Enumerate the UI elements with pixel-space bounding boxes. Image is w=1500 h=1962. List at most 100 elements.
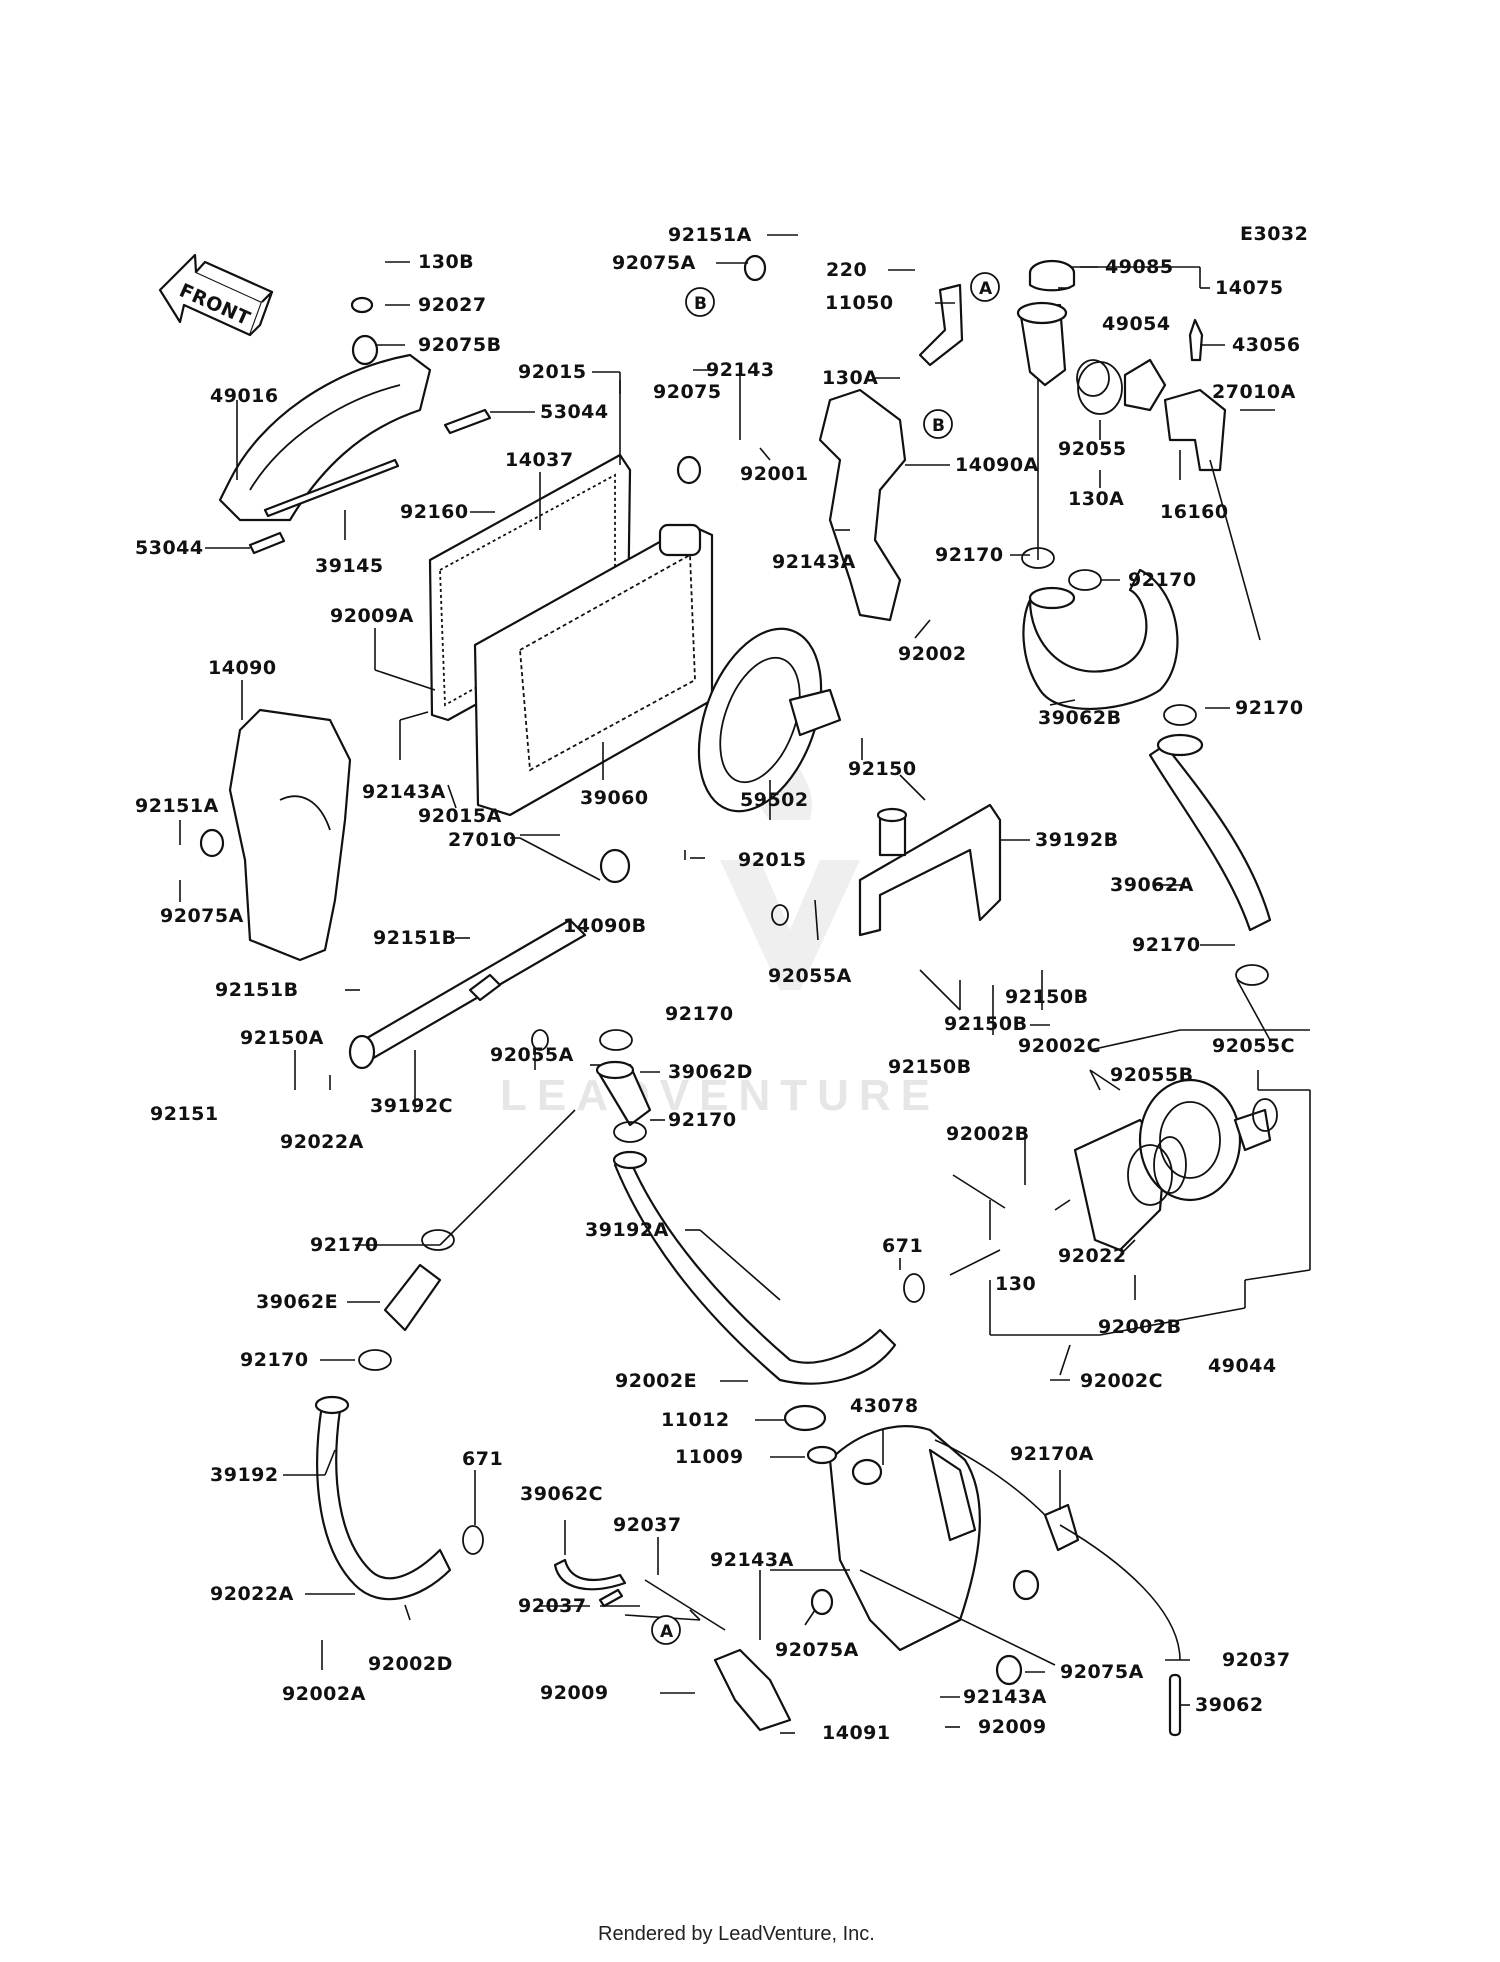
callout-label: 39062	[1195, 1694, 1264, 1716]
callout-label: 92055	[1058, 438, 1127, 460]
callout-label: 92170	[310, 1234, 379, 1256]
callout-label: 39060	[580, 787, 649, 809]
callout-label: 92151B	[373, 927, 457, 949]
callout-label: 92150A	[240, 1027, 324, 1049]
callout-label: 39062C	[520, 1483, 603, 1505]
footer-credit: Rendered by LeadVenture, Inc.	[598, 1923, 875, 1945]
callout-label: 220	[826, 259, 867, 281]
callout-label: 130B	[418, 251, 474, 273]
callout-label: 130A	[1068, 488, 1124, 510]
callout-label: 27010A	[1212, 381, 1296, 403]
callout-label: 671	[462, 1448, 503, 1470]
callout-label: 14037	[505, 449, 574, 471]
callout-label: 92075	[653, 381, 722, 403]
callout-label: 92143A	[362, 781, 446, 803]
callout-label: 49044	[1208, 1355, 1277, 1377]
callout-label: 49085	[1105, 256, 1174, 278]
leader-lines	[179, 234, 1311, 1734]
front-arrow: FRONT	[158, 253, 274, 337]
callout-label: 92002C	[1080, 1370, 1163, 1392]
callout-label: 39062E	[256, 1291, 338, 1313]
callout-label: 92075A	[160, 905, 244, 927]
callout-label: 11009	[675, 1446, 744, 1468]
callout-label: 39145	[315, 555, 384, 577]
svg-text:B: B	[932, 416, 945, 436]
callout-label: 92022A	[210, 1583, 294, 1605]
callout-label: 92170	[665, 1003, 734, 1025]
callout-label: 92143	[706, 359, 775, 381]
diagram-id: E3032	[1240, 223, 1308, 245]
callout-label: 11050	[825, 292, 894, 314]
callout-label: 53044	[540, 401, 609, 423]
callout-label: 39062B	[1038, 707, 1122, 729]
callout-label: 92170	[1132, 934, 1201, 956]
callout-label: 92151	[150, 1103, 219, 1125]
callout-label: 92055B	[1110, 1064, 1194, 1086]
callout-label: 92015	[518, 361, 587, 383]
callout-label: 92075A	[1060, 1661, 1144, 1683]
callout-label: 92001	[740, 463, 809, 485]
callout-label: 92055A	[490, 1044, 574, 1066]
callout-label: 92075B	[418, 334, 502, 356]
callout-label: 130A	[822, 367, 878, 389]
callout-label: 39192A	[585, 1219, 669, 1241]
callout-label: 92150	[848, 758, 917, 780]
callout-label: 92143A	[963, 1686, 1047, 1708]
callout-label: 92143A	[710, 1549, 794, 1571]
callout-label: 92002C	[1018, 1035, 1101, 1057]
callout-label: 92009	[540, 1682, 609, 1704]
callout-label: 14090	[208, 657, 277, 679]
watermark-text: LEADVENTURE	[500, 1071, 940, 1120]
callout-label: 92055C	[1212, 1035, 1295, 1057]
callout-label: 92151A	[668, 224, 752, 246]
callout-label: 92022	[1058, 1245, 1127, 1267]
callout-label: 27010	[448, 829, 517, 851]
callout-label: 92170A	[1010, 1443, 1094, 1465]
callout-label: 92022A	[280, 1131, 364, 1153]
svg-text:A: A	[979, 279, 993, 299]
callout-label: 92015A	[418, 805, 502, 827]
callout-label: 92170	[1235, 697, 1304, 719]
callout-label: 92150B	[888, 1056, 972, 1078]
callout-label: 92150B	[1005, 986, 1089, 1008]
ref-marker-b	[685, 287, 715, 317]
callout-label: 49016	[210, 385, 279, 407]
callout-label: 92055A	[768, 965, 852, 987]
callout-label: 14090A	[955, 454, 1039, 476]
svg-text:B: B	[694, 294, 707, 314]
callout-label: 39062D	[668, 1061, 753, 1083]
callout-label: 130	[995, 1273, 1036, 1295]
callout-label: 92037	[518, 1595, 587, 1617]
callout-label: 14091	[822, 1722, 891, 1744]
ref-marker-a	[970, 272, 1000, 302]
callout-label: 92002	[898, 643, 967, 665]
callout-label: 11012	[661, 1409, 730, 1431]
watermark: LEADVENTURE	[500, 740, 940, 1120]
callout-label: 92002D	[368, 1653, 453, 1675]
callout-label: 92027	[418, 294, 487, 316]
callout-label: 92002E	[615, 1370, 697, 1392]
ref-marker-b	[923, 409, 953, 439]
callout-label: 14090B	[563, 915, 647, 937]
callout-labels: 92151A 92075A 130B 92027 92075B 49016 53…	[135, 224, 1304, 1744]
callout-label: 92002B	[946, 1123, 1030, 1145]
callout-label: 92002A	[282, 1683, 366, 1705]
callout-label: 39062A	[1110, 874, 1194, 896]
reference-markers: B A B A	[651, 272, 1000, 1645]
callout-label: 92075A	[612, 252, 696, 274]
callout-label: 92151A	[135, 795, 219, 817]
callout-label: 92170	[668, 1109, 737, 1131]
callout-label: 92160	[400, 501, 469, 523]
callout-label: 43056	[1232, 334, 1301, 356]
callout-label: 92009A	[330, 605, 414, 627]
callout-label: 92170	[1128, 569, 1197, 591]
callout-label: 92143A	[772, 551, 856, 573]
callout-label: 92150B	[944, 1013, 1028, 1035]
callout-label: 92009	[978, 1716, 1047, 1738]
callout-label: 92037	[613, 1514, 682, 1536]
callout-label: 39192C	[370, 1095, 453, 1117]
callout-label: 39192B	[1035, 829, 1119, 851]
callout-label: 92170	[240, 1349, 309, 1371]
callout-label: 92170	[935, 544, 1004, 566]
